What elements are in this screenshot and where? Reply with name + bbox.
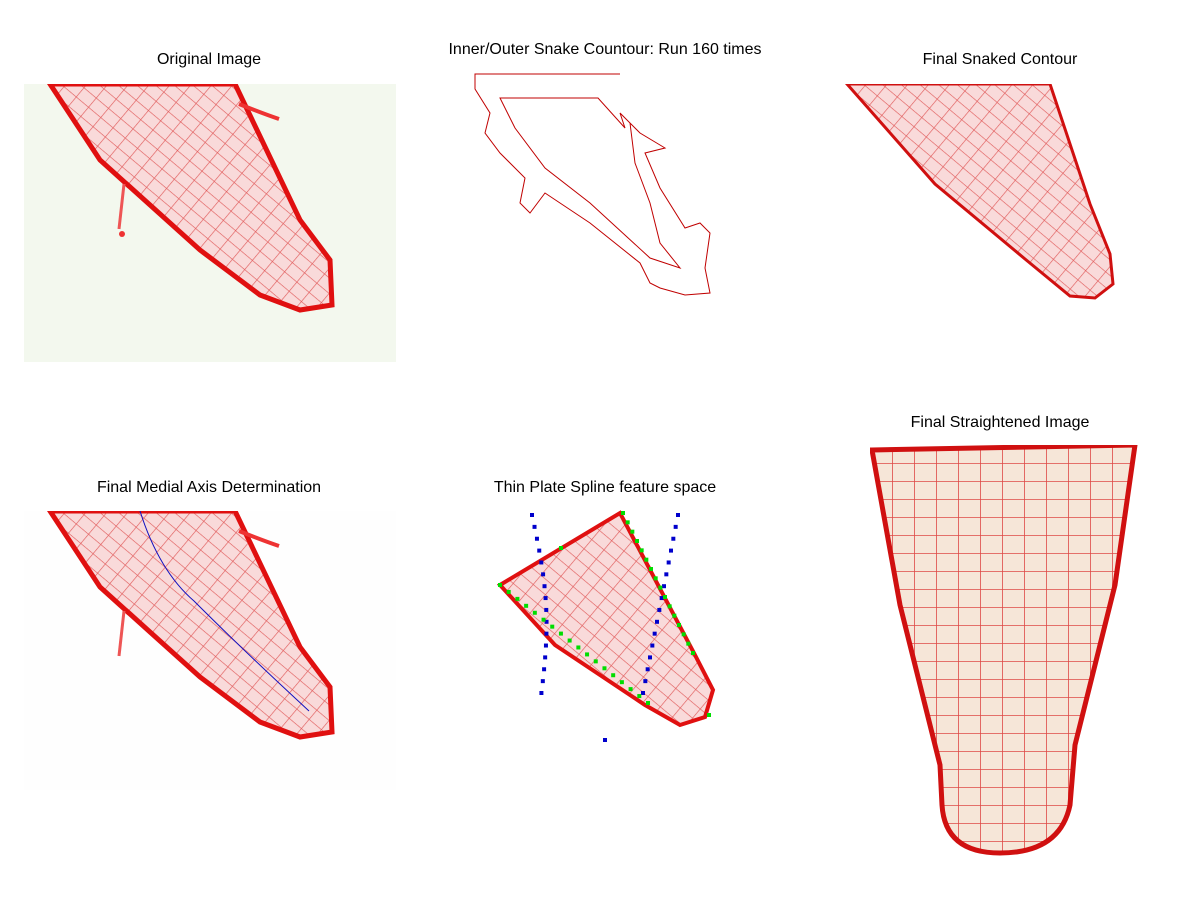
tps-green-point xyxy=(630,529,635,534)
tps-green-point xyxy=(602,666,607,671)
medial-axis-image xyxy=(24,511,396,790)
tps-green-point xyxy=(672,613,677,618)
tps-blue-point xyxy=(645,667,650,672)
tps-blue-point xyxy=(673,524,678,529)
panel-title-tps: Thin Plate Spline feature space xyxy=(493,479,717,496)
tps-blue-point xyxy=(662,584,666,589)
tps-blue-point xyxy=(534,536,539,541)
tps-blue-point xyxy=(543,655,548,660)
tps-feature-space xyxy=(495,505,725,750)
tps-green-point xyxy=(621,511,625,515)
tps-blue-point xyxy=(542,667,547,672)
tps-blue-point xyxy=(532,524,537,529)
tps-green-point xyxy=(541,617,546,622)
panel-title-straightened: Final Straightened Image xyxy=(910,414,1090,431)
tps-green-point xyxy=(506,589,511,594)
snaked-contour-image xyxy=(845,84,1190,300)
tps-green-point xyxy=(644,557,649,562)
tps-blue-point xyxy=(664,572,669,577)
tps-green-point xyxy=(707,713,711,717)
tps-green-point xyxy=(663,595,667,599)
tps-green-point xyxy=(585,652,590,657)
tps-green-point xyxy=(532,610,537,615)
tps-blue-point xyxy=(544,631,549,636)
tps-blue-point xyxy=(643,679,648,684)
tps-blue-point xyxy=(648,655,652,660)
tps-blue-point xyxy=(540,679,545,684)
tps-green-point xyxy=(524,603,529,608)
tps-blue-point xyxy=(544,619,549,624)
tps-green-point xyxy=(559,546,563,550)
original-image xyxy=(24,84,396,362)
medial-axis-line xyxy=(139,511,310,712)
tps-green-point xyxy=(628,687,633,692)
panel-title-snaked: Final Snaked Contour xyxy=(922,51,1078,68)
tps-blue-point xyxy=(657,607,662,612)
tps-green-point xyxy=(576,645,581,650)
tps-blue-point xyxy=(539,691,544,695)
tps-blue-point xyxy=(652,631,657,636)
tps-green-point xyxy=(691,651,695,655)
tps-blue-point xyxy=(676,513,680,517)
tps-green-point xyxy=(658,585,663,590)
tps-blue-point xyxy=(539,560,544,565)
tps-green-point xyxy=(515,596,520,601)
tps-green-point xyxy=(677,623,681,627)
tps-green-point xyxy=(558,631,563,636)
tps-blue-point xyxy=(666,560,671,565)
tps-green-point xyxy=(625,520,630,525)
panel-title-original: Original Image xyxy=(156,51,262,68)
tps-blue-point xyxy=(669,548,673,553)
tps-blue-point xyxy=(542,584,547,589)
tps-blue-point xyxy=(543,596,548,601)
tps-green-point xyxy=(498,583,502,587)
panel-title-medial: Final Medial Axis Determination xyxy=(96,479,322,496)
tps-blue-point xyxy=(530,513,534,517)
tps-green-point xyxy=(639,548,644,553)
tps-green-point xyxy=(646,701,650,705)
tps-blue-point xyxy=(603,738,607,742)
tps-blue-point xyxy=(543,643,548,648)
tps-blue-point xyxy=(641,691,645,695)
panel-title-snake: Inner/Outer Snake Countour: Run 160 time… xyxy=(448,41,762,58)
tps-blue-point xyxy=(541,572,546,577)
tps-green-point xyxy=(649,567,653,571)
tps-blue-point xyxy=(537,548,542,553)
tps-blue-point xyxy=(659,596,664,601)
tps-green-point xyxy=(635,539,639,543)
tps-blue-point xyxy=(650,643,655,648)
tps-green-point xyxy=(550,624,555,629)
tps-green-point xyxy=(593,659,598,664)
tps-blue-point xyxy=(655,619,659,624)
snake-contour-plot xyxy=(470,73,720,298)
tps-green-point xyxy=(667,604,672,609)
tps-blue-point xyxy=(671,536,676,541)
tps-green-point xyxy=(653,576,658,581)
straightened-image xyxy=(870,445,1140,857)
tps-green-point xyxy=(619,680,624,685)
tps-green-point xyxy=(681,632,686,637)
tps-green-point xyxy=(567,638,572,643)
tps-green-point xyxy=(611,673,616,678)
tps-blue-point xyxy=(544,607,549,612)
tps-green-point xyxy=(686,641,691,646)
tps-green-point xyxy=(637,694,642,699)
